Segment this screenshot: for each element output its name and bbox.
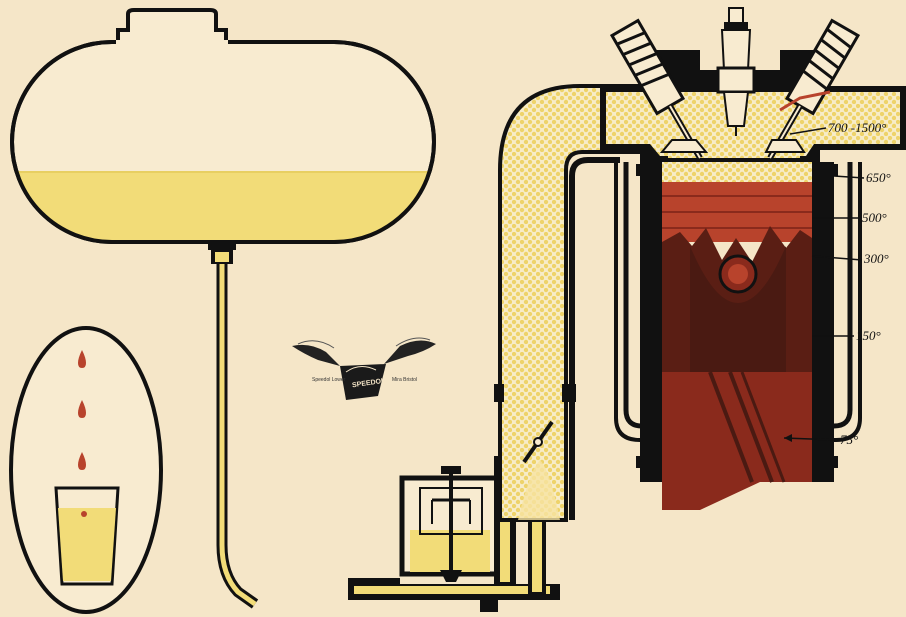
fuel-line [222, 264, 255, 604]
temp-label-150: 150° [856, 328, 881, 344]
logo-caption-right: Mira Bristol [392, 377, 417, 383]
cylinder-head [600, 8, 906, 165]
drip-glass-oval [11, 328, 161, 612]
filler-cap [118, 10, 226, 44]
logo-caption-left: Speedol Lower [312, 377, 345, 383]
tank-outlet-fitting [208, 242, 236, 250]
temp-label-head: 700 -1500° [828, 120, 886, 136]
speedol-winged-logo [292, 338, 436, 400]
temp-label-650: 650° [866, 170, 891, 186]
temp-label-300: 300° [864, 251, 889, 267]
temp-label-500: 500° [862, 210, 887, 226]
fuel-tank [12, 10, 434, 264]
temp-label-75: 75° [840, 432, 858, 448]
piston [662, 162, 812, 510]
